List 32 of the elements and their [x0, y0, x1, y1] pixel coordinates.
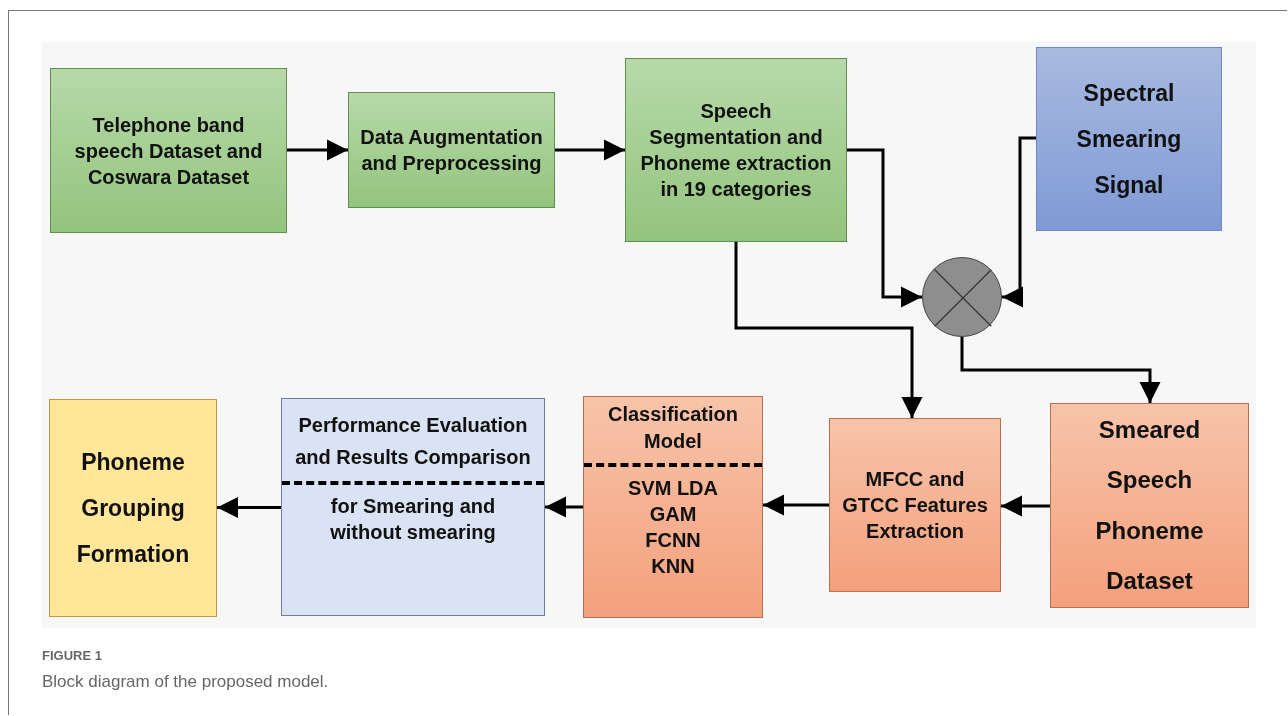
arrow: [287, 139, 348, 161]
arrow: [545, 496, 583, 518]
box-title: Speech Segmentation and Phoneme extraction in 19 categories: [639, 99, 833, 202]
arrow: [1001, 495, 1050, 517]
arrow: [847, 148, 922, 308]
figure-caption: Block diagram of the proposed model.: [42, 672, 329, 692]
arrow: [1002, 136, 1036, 308]
box-text: for Smearing and without smearing: [329, 494, 497, 545]
box-title: Performance Evaluation and Results Comparison: [294, 413, 532, 470]
signal-box: [1036, 47, 1222, 231]
box-title: Data Augmentation and Preprocessing: [359, 125, 544, 176]
box-title: Smeared Speech Phoneme Dataset: [1094, 414, 1205, 596]
figure-label: FIGURE 1: [42, 648, 102, 663]
process-box: [625, 58, 847, 242]
arrow: [734, 242, 923, 418]
arrow: [555, 139, 625, 161]
box-title: MFCC and GTCC Features Extraction: [841, 467, 989, 544]
dataset-box: [50, 68, 287, 233]
arrow: [217, 497, 281, 518]
arrow: [960, 337, 1161, 403]
process-box: [829, 418, 1001, 592]
arrow: [763, 494, 829, 516]
output-box: [49, 399, 217, 617]
box-title: Phoneme Grouping Formation: [75, 448, 191, 569]
box-title: Spectral Smearing Signal: [1075, 79, 1183, 200]
classifier-box: [583, 396, 763, 618]
evaluation-box: [281, 398, 545, 616]
box-text: SVM LDA GAM FCNN KNN: [627, 476, 719, 579]
box-title: Classification Model: [606, 402, 739, 454]
process-box: [348, 92, 555, 208]
box-title: Telephone band speech Dataset and Coswara Dataset: [73, 112, 264, 190]
dataset-box: [1050, 403, 1249, 608]
